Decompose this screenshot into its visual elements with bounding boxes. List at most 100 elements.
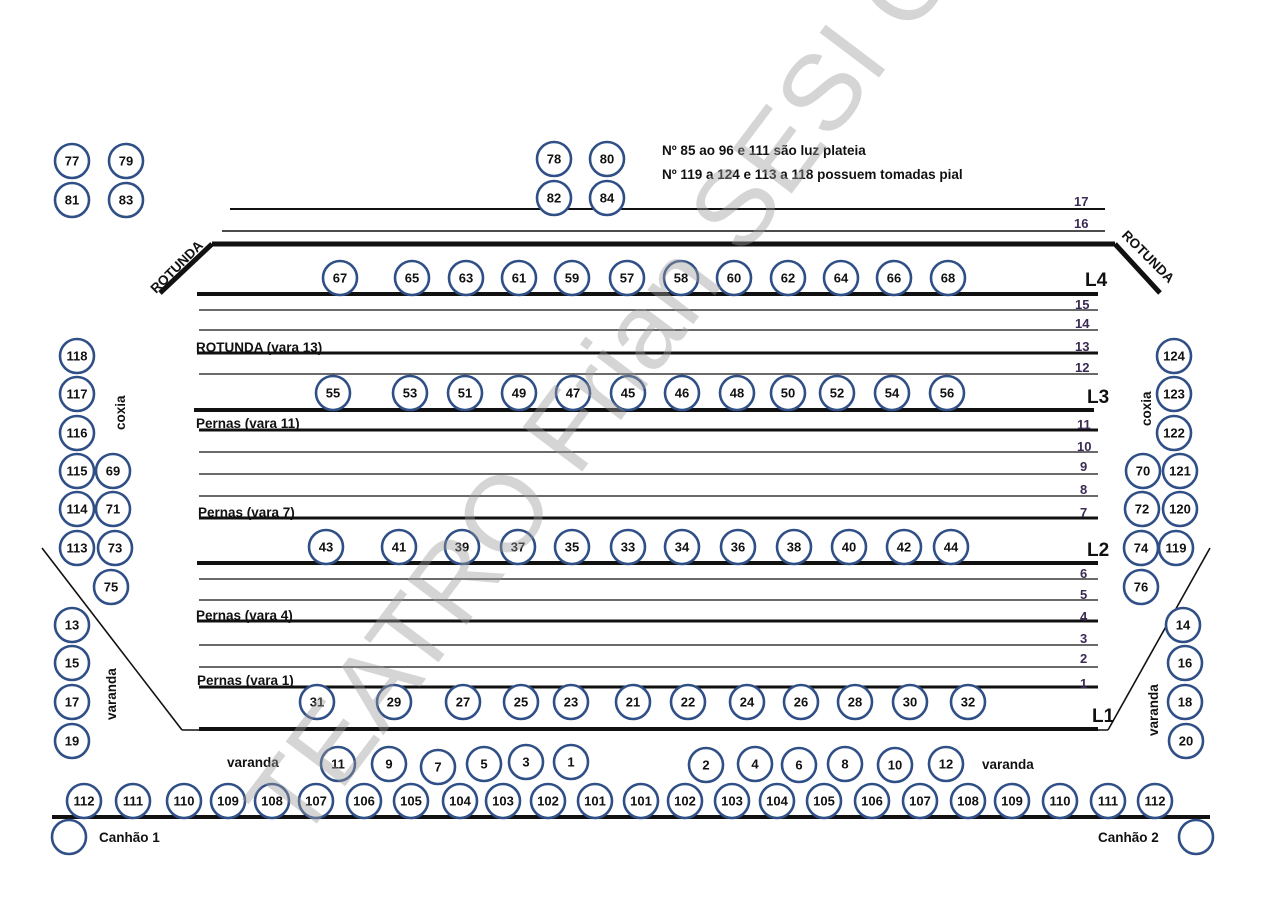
position-number: 35 — [565, 540, 579, 555]
position-circle — [314, 374, 352, 412]
position-circle — [608, 259, 646, 297]
position-circle — [1155, 337, 1193, 375]
position-circle — [484, 782, 522, 820]
position-circle — [370, 745, 408, 783]
position-circle — [836, 683, 874, 721]
position-circle — [609, 528, 647, 566]
position-number: 16 — [1178, 656, 1192, 671]
rotunda-corner-right — [1113, 242, 1162, 295]
position-number: 58 — [674, 271, 688, 286]
position-circle — [1167, 722, 1205, 760]
position-number: 116 — [67, 426, 88, 441]
position-number: 115 — [67, 464, 88, 479]
position-number: 69 — [106, 464, 120, 479]
vara-number: 1 — [1080, 676, 1087, 691]
stage-edge-left — [41, 547, 183, 731]
position-circle — [663, 374, 701, 412]
position-number: 50 — [781, 386, 795, 401]
position-number: 46 — [675, 386, 689, 401]
cannon-1-icon — [50, 818, 88, 856]
position-number: 40 — [842, 540, 856, 555]
position-number: 30 — [903, 695, 917, 710]
position-circle — [929, 259, 967, 297]
vara-numbers: 17 16 15 14 13 12 11 10 9 8 7 6 5 4 3 2 … — [1074, 194, 1091, 691]
position-circle — [873, 374, 911, 412]
position-number: 76 — [1134, 580, 1148, 595]
position-circle — [588, 140, 626, 178]
position-number: 60 — [727, 271, 741, 286]
position-number: 36 — [731, 540, 745, 555]
position-number: 119 — [1166, 541, 1187, 556]
position-circle — [891, 683, 929, 721]
position-circle — [321, 259, 359, 297]
position-circle — [588, 179, 626, 217]
cannon-1-label: Canhão 1 — [99, 830, 160, 845]
position-number: 63 — [459, 271, 473, 286]
position-number: 103 — [721, 794, 743, 809]
vara-number: 15 — [1075, 297, 1089, 312]
position-number: 24 — [740, 695, 755, 710]
position-number: 48 — [730, 386, 744, 401]
position-number: 6 — [795, 758, 802, 773]
position-circle — [535, 140, 573, 178]
position-number: 2 — [702, 758, 709, 773]
position-number: 112 — [1145, 794, 1166, 809]
position-number: 7 — [434, 760, 441, 775]
position-circle — [1164, 606, 1202, 644]
vara-number: 13 — [1075, 339, 1089, 354]
position-circle — [554, 374, 592, 412]
position-number: 65 — [405, 271, 419, 286]
position-circle — [932, 528, 970, 566]
position-number: 14 — [1176, 618, 1191, 633]
position-circle — [441, 782, 479, 820]
position-circle — [614, 683, 652, 721]
position-circle — [53, 722, 91, 760]
line-label-l2: L2 — [1087, 540, 1109, 561]
position-circle — [927, 745, 965, 783]
position-number: 28 — [848, 695, 862, 710]
position-circle — [553, 259, 591, 297]
position-circle — [165, 782, 203, 820]
line-label-l1: L1 — [1092, 706, 1115, 727]
position-circle — [444, 683, 482, 721]
position-circle — [818, 374, 856, 412]
bar-label-pernas-vara11: Pernas (vara 11) — [196, 416, 300, 431]
position-number: 101 — [584, 794, 606, 809]
position-circle — [876, 746, 914, 784]
position-number: 29 — [387, 695, 401, 710]
position-circle — [822, 259, 860, 297]
position-circle — [209, 782, 247, 820]
position-number: 27 — [456, 695, 470, 710]
position-number: 73 — [108, 541, 122, 556]
position-number: 64 — [834, 271, 849, 286]
position-circle — [687, 746, 725, 784]
position-circle — [830, 528, 868, 566]
position-number: 57 — [620, 271, 634, 286]
position-circle — [1089, 782, 1127, 820]
position-number: 80 — [600, 152, 614, 167]
position-circle — [535, 179, 573, 217]
position-number: 108 — [261, 794, 283, 809]
position-circle — [507, 743, 545, 781]
position-number: 106 — [353, 794, 375, 809]
position-circle — [345, 782, 383, 820]
position-circle — [1155, 375, 1193, 413]
label-coxia-right: coxia — [1139, 391, 1154, 426]
position-number: 107 — [305, 794, 327, 809]
vara-number: 11 — [1077, 417, 1091, 432]
position-number: 54 — [885, 386, 900, 401]
position-number: 26 — [794, 695, 808, 710]
position-number: 11 — [331, 757, 345, 772]
position-circle — [500, 374, 538, 412]
line-label-l3: L3 — [1087, 387, 1109, 408]
vara-number: 16 — [1074, 216, 1088, 231]
position-number: 17 — [65, 695, 79, 710]
cannon-2-icon — [1177, 818, 1215, 856]
position-circle — [928, 374, 966, 412]
position-number: 52 — [830, 386, 844, 401]
position-number: 70 — [1136, 464, 1150, 479]
bar-label-rotunda-vara13: ROTUNDA (vara 13) — [196, 340, 322, 355]
position-circle — [1155, 414, 1193, 452]
position-number: 102 — [537, 794, 559, 809]
